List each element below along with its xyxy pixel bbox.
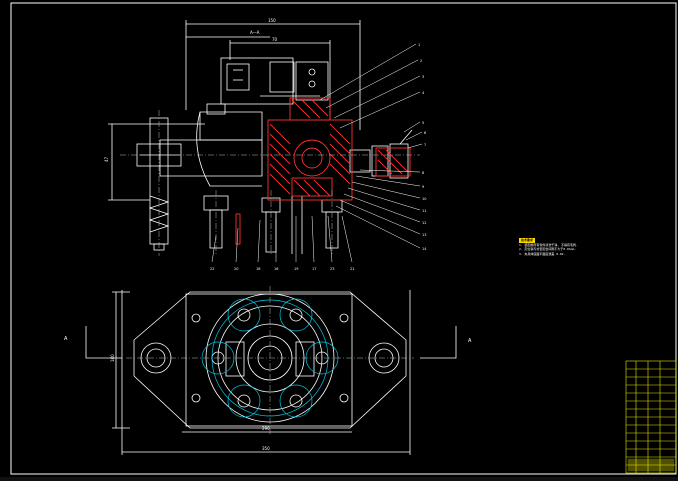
callout-label: 6 — [424, 131, 426, 135]
section-hatching — [235, 97, 411, 245]
callout-label: 8 — [422, 171, 424, 175]
plan-centre-lines — [126, 286, 414, 434]
callout-label: 20 — [234, 267, 238, 271]
dim-sub-text: 70 — [272, 37, 278, 42]
callout-label: 9 — [422, 185, 424, 189]
callout-label: 3 — [422, 75, 424, 79]
status-bar — [0, 477, 678, 481]
callout-label: 10 — [422, 197, 426, 201]
title-block-grid — [625, 360, 677, 474]
callout-leaders — [211, 43, 423, 263]
callout-label: 11 — [422, 209, 426, 213]
callout-label: 23 — [330, 267, 334, 271]
plan-dim-outer: 350 — [262, 446, 270, 451]
callout-label: 21 — [350, 267, 354, 271]
callout-label: 5 — [422, 121, 424, 125]
plan-dim-inner: 290 — [262, 426, 270, 431]
section-label: A—A — [250, 30, 260, 35]
callout-label: 17 — [312, 267, 316, 271]
callout-label: 19 — [294, 267, 298, 271]
dim-top-text: 150 — [268, 18, 276, 23]
centre-lines — [120, 110, 420, 256]
drawing-frame — [10, 2, 677, 475]
note-line: 3. 夹具体底面平面度误差 0.02. — [519, 251, 566, 256]
section-mark-right: A — [468, 338, 472, 344]
note-line: 1. 装配前所有零件清洗干净, 不得有毛刺. — [519, 242, 578, 247]
note-line: 2. 定位销与衬套配合间隙不大于0.01mm. — [519, 247, 577, 252]
right-callout-numbers: 1 2 3 4 5 6 7 8 9 10 11 12 13 14 — [418, 43, 427, 251]
section-mark-left: A — [64, 336, 68, 342]
callout-label: 14 — [422, 247, 427, 251]
callout-label: 12 — [422, 221, 426, 225]
plan-dim-height: 180 — [110, 354, 115, 362]
callout-label: 2 — [420, 59, 422, 63]
notes-header: 技术要求 — [519, 238, 536, 243]
section-view-a-a — [108, 20, 413, 254]
callout-label: 16 — [274, 267, 278, 271]
callout-label: 18 — [256, 267, 260, 271]
callout-label: 1 — [418, 43, 420, 47]
callout-label: 7 — [424, 143, 426, 147]
callout-label: 13 — [422, 233, 426, 237]
callout-label: 22 — [210, 267, 214, 271]
plan-view — [85, 290, 457, 455]
bottom-callout-numbers: 22 20 18 16 19 17 23 21 — [210, 267, 354, 271]
callout-label: 4 — [422, 91, 425, 95]
dim-side-text: 47 — [104, 156, 109, 162]
technical-requirements: 技术要求 1. 装配前所有零件清洗干净, 不得有毛刺. 2. 定位销与衬套配合间… — [519, 238, 629, 256]
